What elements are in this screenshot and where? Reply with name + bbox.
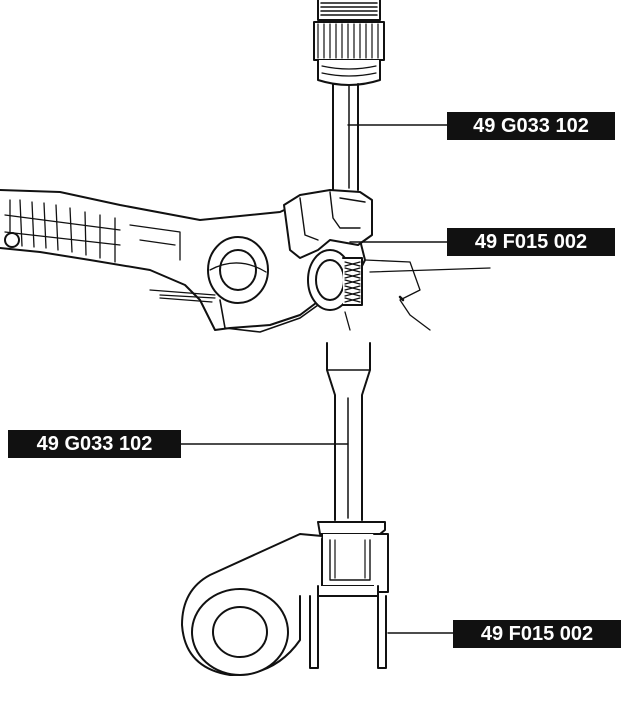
callout-label-top-bracket: 49 F015 002: [447, 228, 615, 256]
callout-label-bottom-bracket: 49 F015 002: [453, 620, 621, 648]
top-bracket-tool: [283, 189, 373, 331]
callout-label-top-shaft: 49 G033 102: [447, 112, 615, 140]
top-shaft-thread: [317, 0, 381, 21]
top-shaft-rod: [332, 83, 359, 191]
steering-gear-housing: [0, 189, 366, 333]
top-right-lines: [159, 259, 491, 331]
bottom-shaft: [326, 342, 371, 521]
top-shaft-nut: [313, 21, 385, 86]
bottom-bracket-tool: [181, 521, 389, 677]
callout-label-bottom-shaft: 49 G033 102: [8, 430, 181, 458]
